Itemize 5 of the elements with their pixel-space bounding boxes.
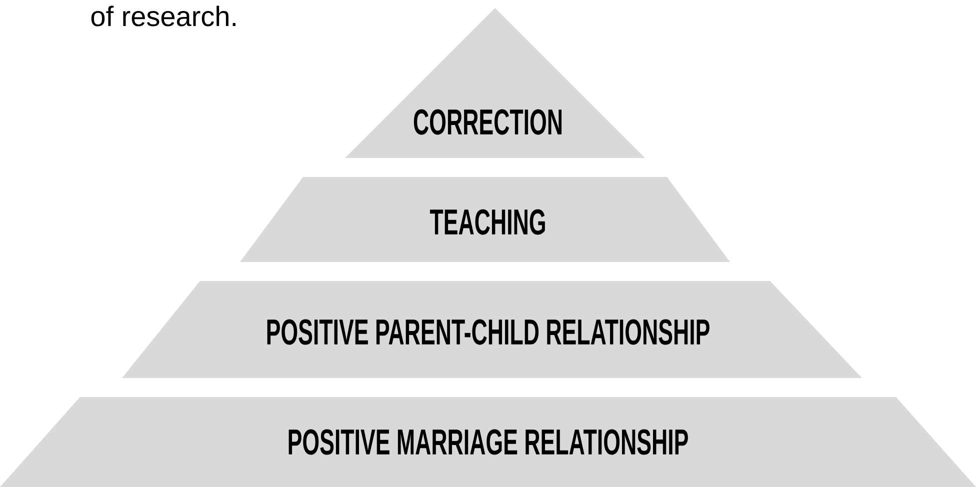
pyramid-tier: TEACHING [240,177,730,262]
pyramid-top: CORRECTION [345,8,645,158]
pyramid-tier: POSITIVE PARENT-CHILD RELATIONSHIP [122,281,862,378]
note-text: of research. [91,6,236,26]
pyramid-tier: POSITIVE MARRIAGE RELATIONSHIP [0,397,976,487]
